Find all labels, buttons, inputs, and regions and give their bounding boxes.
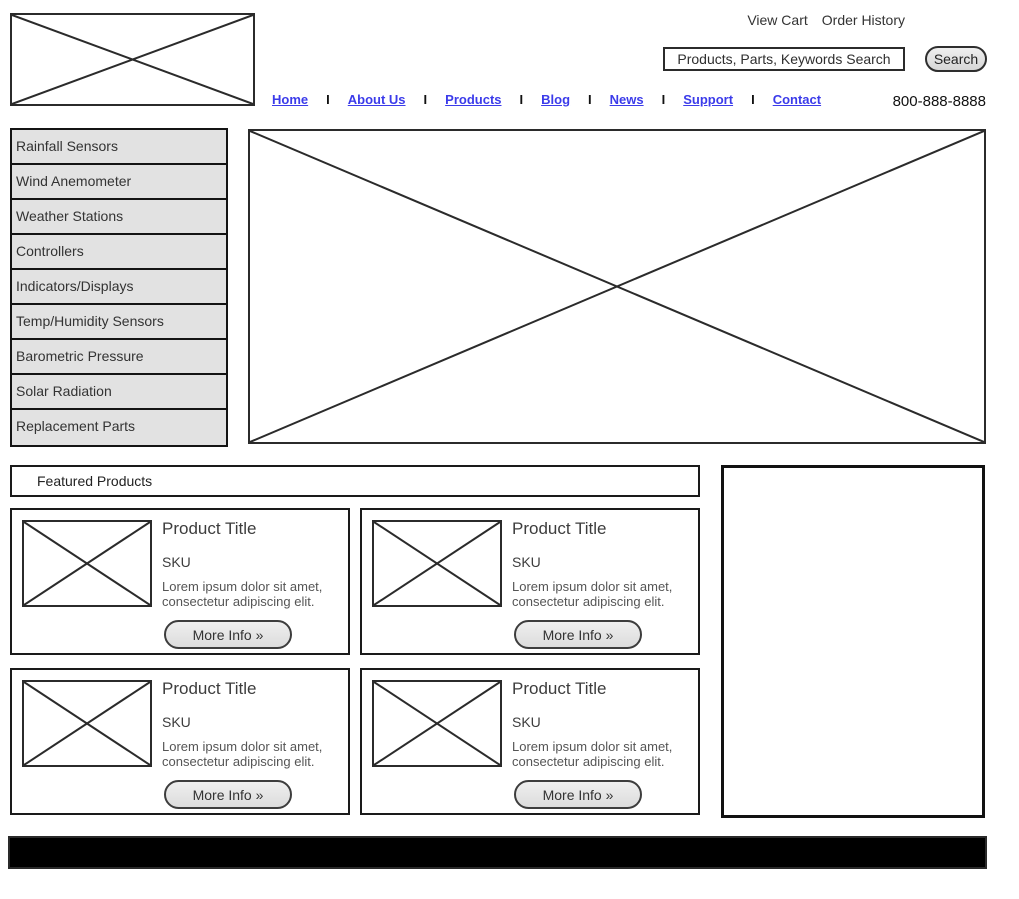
account-link[interactable]: Order History: [821, 12, 905, 28]
product-info: Product Title SKU Lorem ipsum dolor sit …: [512, 670, 698, 809]
more-info-button[interactable]: More Info »: [164, 780, 292, 809]
image-x-icon: [12, 15, 253, 104]
account-links: View Cart Order History: [747, 12, 905, 28]
more-info-button[interactable]: More Info »: [514, 620, 642, 649]
product-card: Product Title SKU Lorem ipsum dolor sit …: [360, 668, 700, 815]
more-info-button[interactable]: More Info »: [514, 780, 642, 809]
nav-separator: I: [519, 92, 524, 107]
sidebar-category-item[interactable]: Controllers: [12, 235, 226, 270]
product-info: Product Title SKU Lorem ipsum dolor sit …: [512, 510, 698, 649]
product-title: Product Title: [512, 679, 607, 698]
footer-bar: [8, 836, 987, 869]
product-sku: SKU: [512, 554, 541, 570]
sidebar-category-item[interactable]: Rainfall Sensors: [12, 130, 226, 165]
product-image-placeholder: [22, 520, 152, 607]
product-card: Product Title SKU Lorem ipsum dolor sit …: [10, 668, 350, 815]
product-description: Lorem ipsum dolor sit amet, consectetur …: [512, 739, 673, 769]
nav-separator: I: [326, 92, 330, 107]
image-x-icon: [24, 682, 150, 765]
more-info-button[interactable]: More Info »: [164, 620, 292, 649]
image-x-icon: [250, 131, 984, 442]
nav-link[interactable]: Blog: [541, 92, 571, 107]
nav-separator: I: [661, 92, 666, 107]
sidebar-category-item[interactable]: Weather Stations: [12, 200, 226, 235]
nav-item: Support I: [683, 92, 772, 107]
nav-link[interactable]: Products: [445, 92, 502, 107]
nav-link[interactable]: About Us: [347, 92, 406, 107]
product-info: Product Title SKU Lorem ipsum dolor sit …: [162, 510, 348, 649]
sidebar-category-item[interactable]: Barometric Pressure: [12, 340, 226, 375]
product-title: Product Title: [162, 519, 257, 538]
sidebar-category-item[interactable]: Temp/Humidity Sensors: [12, 305, 226, 340]
search-button[interactable]: Search: [925, 46, 987, 72]
sidebar-category-item[interactable]: Replacement Parts: [12, 410, 226, 445]
product-image-placeholder: [372, 520, 502, 607]
nav-separator: I: [751, 92, 755, 107]
product-sku: SKU: [512, 714, 541, 730]
product-description: Lorem ipsum dolor sit amet, consectetur …: [512, 579, 673, 609]
image-x-icon: [374, 682, 500, 765]
nav-link[interactable]: Contact: [772, 92, 822, 107]
product-card: Product Title SKU Lorem ipsum dolor sit …: [360, 508, 700, 655]
nav-item: Blog I: [541, 92, 610, 107]
product-sku: SKU: [162, 714, 191, 730]
nav-item: About Us I: [348, 92, 445, 107]
product-sku: SKU: [162, 554, 191, 570]
featured-products-grid: Product Title SKU Lorem ipsum dolor sit …: [10, 508, 700, 815]
product-description: Lorem ipsum dolor sit amet, consectetur …: [162, 739, 323, 769]
nav-item: News I: [610, 92, 684, 107]
nav-link[interactable]: Support: [683, 92, 734, 107]
product-title: Product Title: [512, 519, 607, 538]
search-input[interactable]: [663, 47, 905, 71]
sidebar-category-item[interactable]: Wind Anemometer: [12, 165, 226, 200]
hero-banner-placeholder: [248, 129, 986, 444]
featured-products-title: Featured Products: [37, 473, 153, 489]
image-x-icon: [24, 522, 150, 605]
product-card: Product Title SKU Lorem ipsum dolor sit …: [10, 508, 350, 655]
sidebar-category-item[interactable]: Solar Radiation: [12, 375, 226, 410]
image-x-icon: [374, 522, 500, 605]
phone-number: 800-888-8888: [892, 93, 986, 110]
right-sidebar-box: [721, 465, 985, 818]
nav-item: Products I: [445, 92, 541, 107]
logo-placeholder[interactable]: [10, 13, 255, 106]
account-link[interactable]: View Cart: [747, 12, 808, 28]
sidebar-category-item[interactable]: Indicators/Displays: [12, 270, 226, 305]
product-image-placeholder: [372, 680, 502, 767]
nav-link[interactable]: Home: [272, 92, 309, 107]
nav-separator: I: [423, 92, 428, 107]
featured-products-heading-bar: Featured Products: [10, 465, 700, 497]
nav-item: Contact I: [773, 92, 821, 107]
nav-link[interactable]: News: [609, 92, 644, 107]
product-info: Product Title SKU Lorem ipsum dolor sit …: [162, 670, 348, 809]
product-title: Product Title: [162, 679, 257, 698]
category-sidebar: Rainfall Sensors Wind Anemometer Weather…: [10, 128, 228, 447]
product-image-placeholder: [22, 680, 152, 767]
main-nav: Home I About Us I Products I Blog I News…: [272, 92, 821, 107]
nav-separator: I: [588, 92, 592, 107]
nav-item: Home I: [272, 92, 348, 107]
product-description: Lorem ipsum dolor sit amet, consectetur …: [162, 579, 323, 609]
